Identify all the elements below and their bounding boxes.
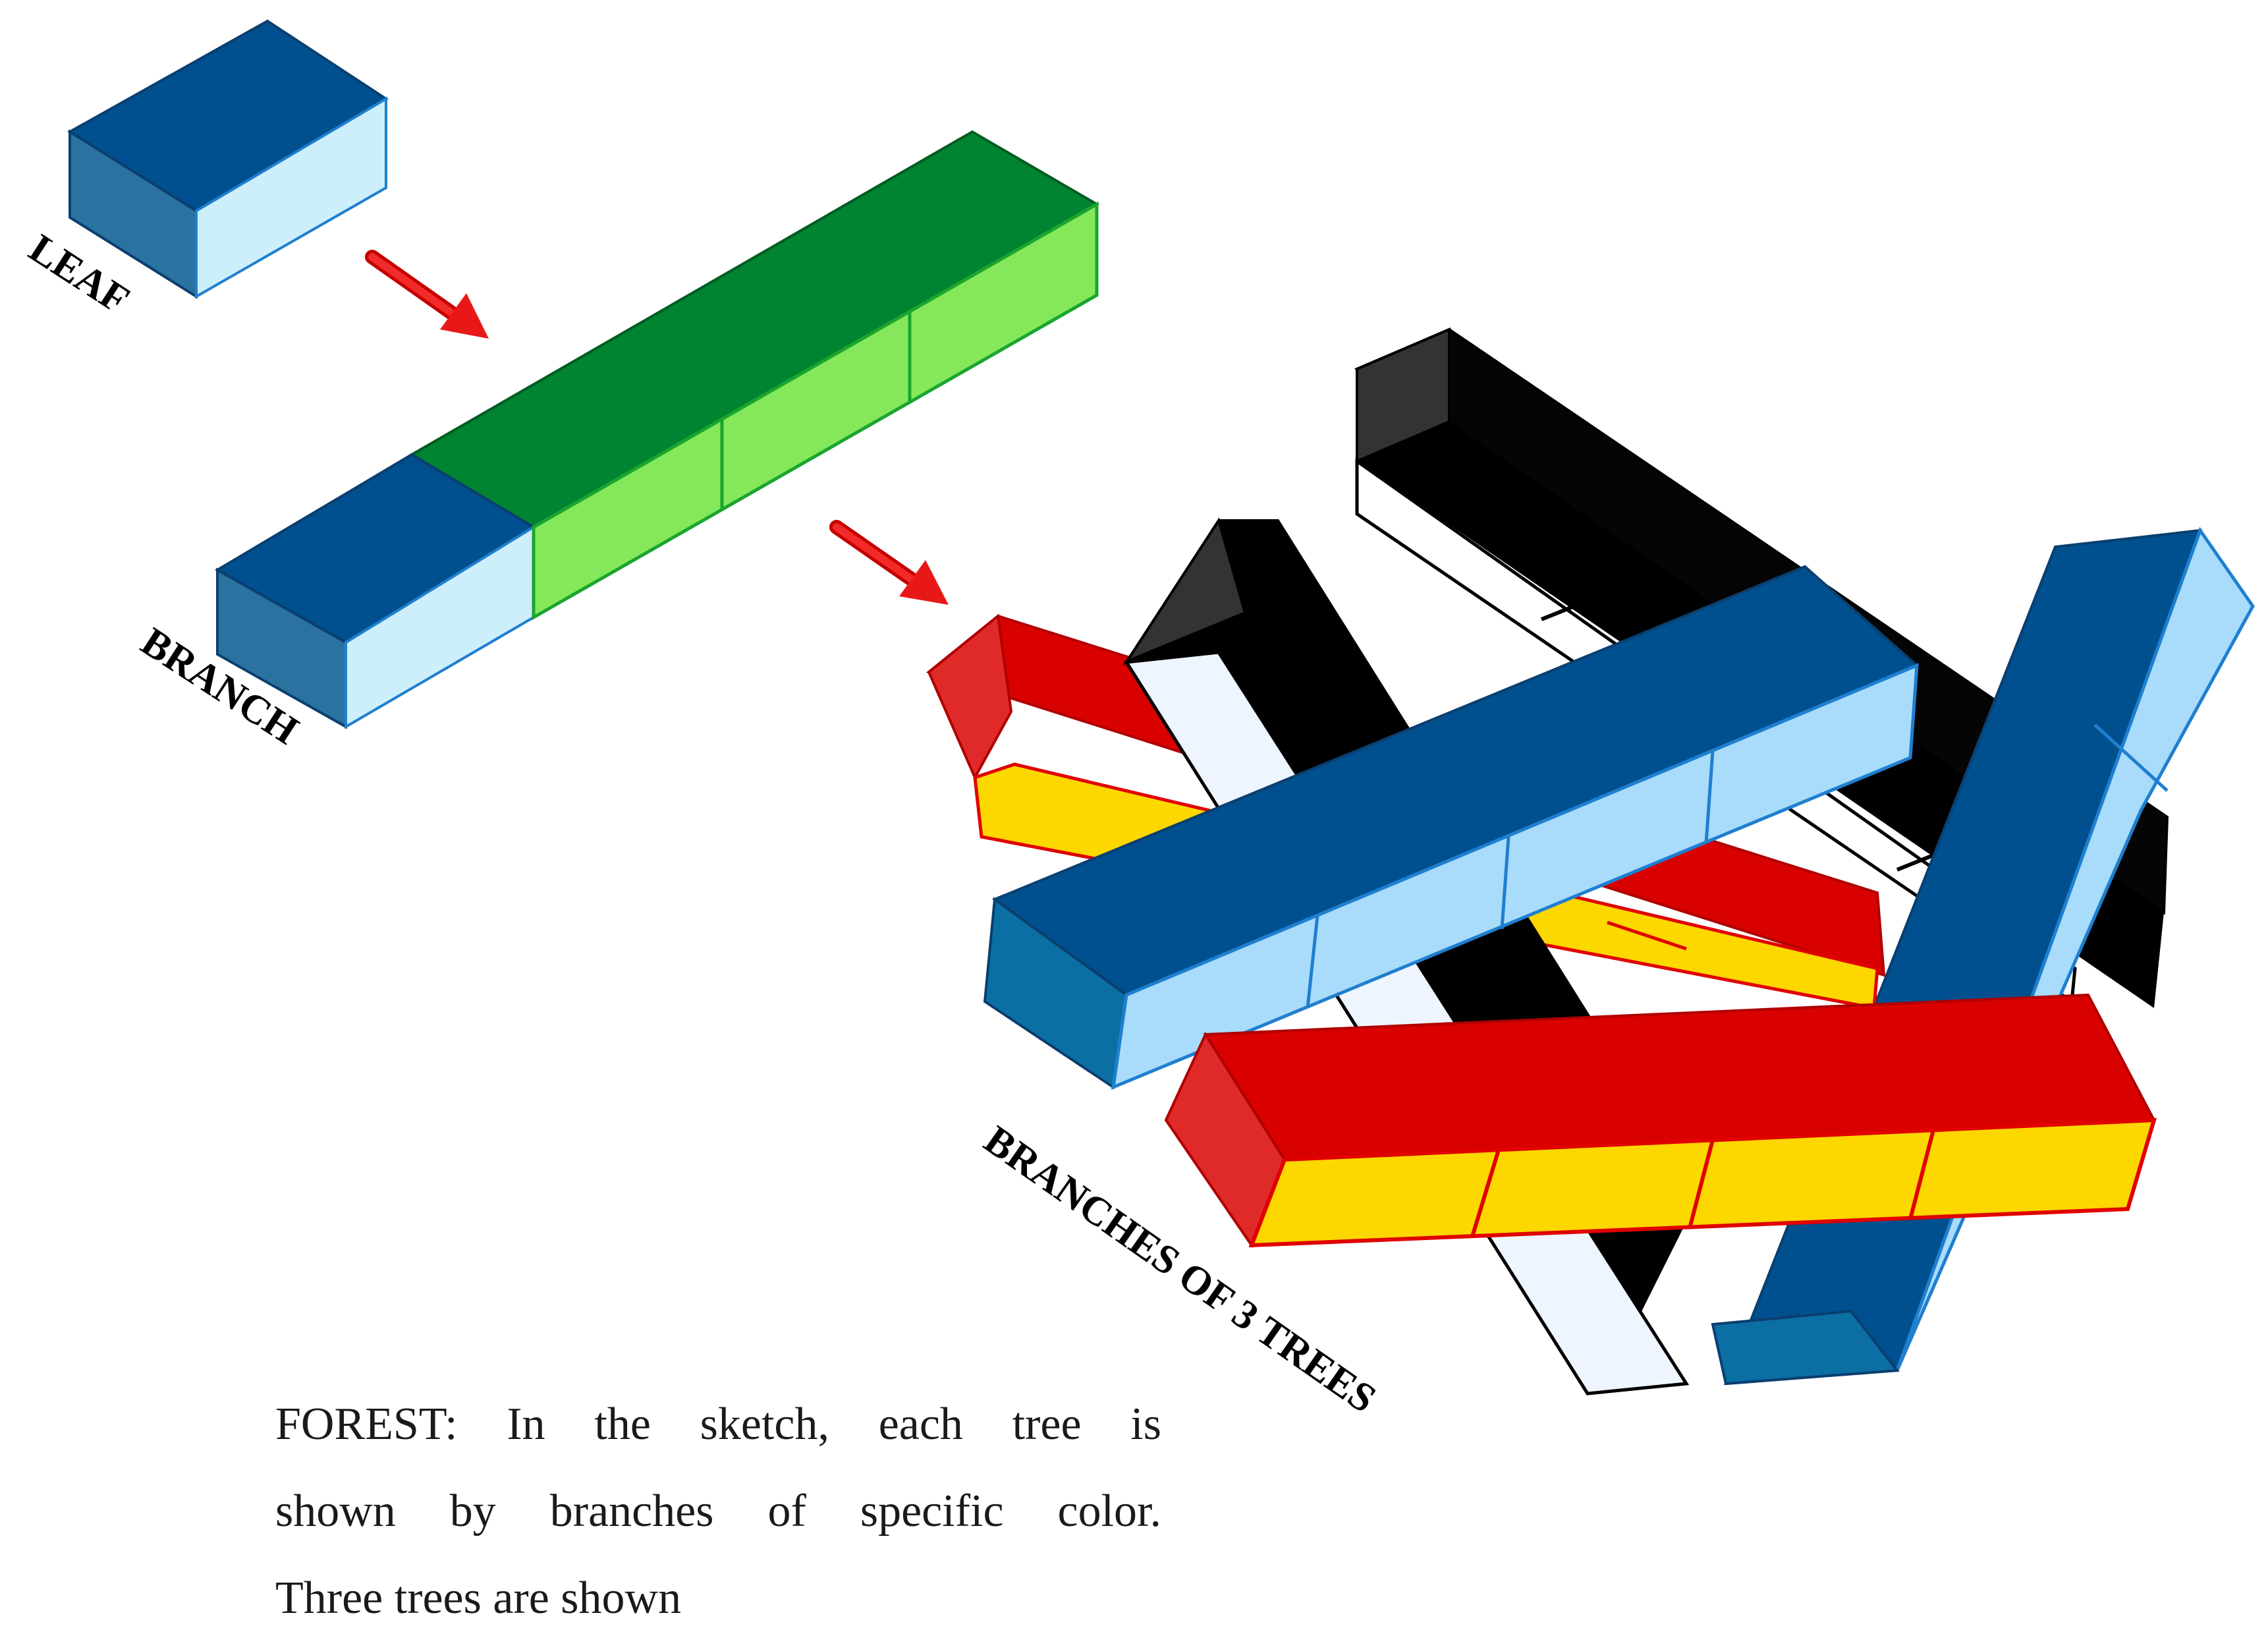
caption: FOREST: In the sketch, each tree is show… xyxy=(275,1381,1161,1636)
caption-line: shown by branches of specific color. xyxy=(275,1486,1161,1537)
red-arrow-icon xyxy=(365,250,489,339)
caption-line: Three trees are shown xyxy=(275,1573,682,1623)
red-branch xyxy=(1164,993,2157,1249)
forest-branches xyxy=(926,327,2255,1396)
blue-branch xyxy=(983,565,1920,1090)
leaf-block xyxy=(67,19,389,299)
branch-block xyxy=(215,130,1099,729)
red-arrow-icon xyxy=(829,520,949,605)
caption-line: FOREST: In the sketch, each tree is xyxy=(275,1399,1161,1450)
